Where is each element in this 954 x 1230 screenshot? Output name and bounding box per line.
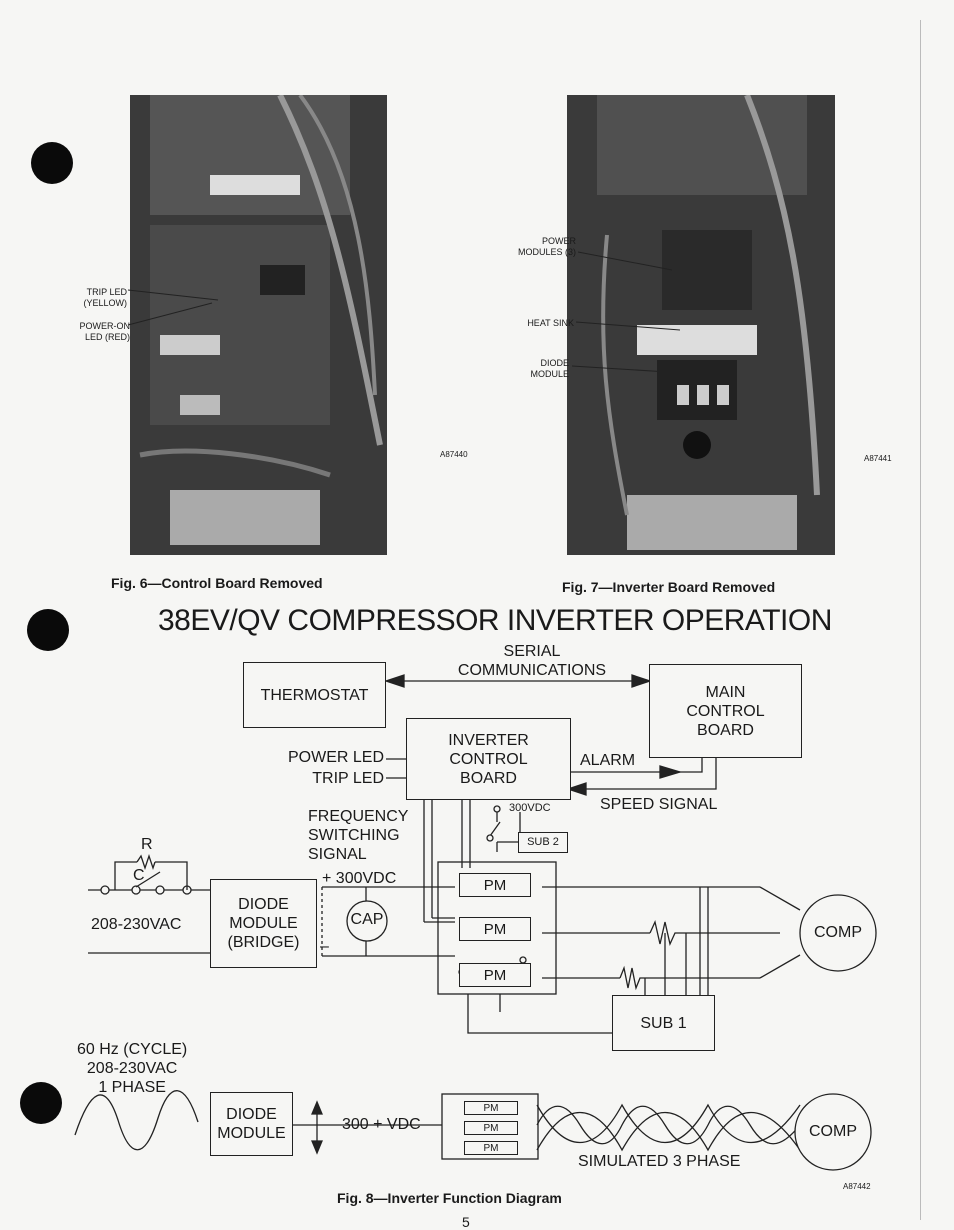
power-on-led-label: POWER-ON LED (RED) xyxy=(79,321,131,342)
fig7-caption: Fig. 7—Inverter Board Removed xyxy=(562,579,776,595)
compressor-label: COMP xyxy=(814,924,862,941)
diode-module-label: DIODE MODULE xyxy=(530,358,569,379)
sub1-box: SUB 1 xyxy=(612,995,715,1051)
function-diode-module-box: DIODE MODULE xyxy=(210,1092,293,1156)
binder-hole xyxy=(31,142,73,184)
alarm-label: ALARM xyxy=(580,752,636,769)
page-edge xyxy=(920,20,921,1220)
control-board-photo xyxy=(130,95,387,555)
fig6-code: A87440 xyxy=(440,450,468,459)
main-control-board-box: MAIN CONTROL BOARD xyxy=(649,664,802,758)
trip-led-label: TRIP LED (YELLOW) xyxy=(83,287,127,308)
power-module-2: PM xyxy=(459,917,531,941)
power-module-3: PM xyxy=(459,963,531,987)
vac-label: 208-230VAC xyxy=(91,916,182,933)
minus-label: – xyxy=(320,938,329,955)
inverter-board-photo xyxy=(567,95,835,555)
serial-comm-label: SERIAL COMMUNICATIONS xyxy=(457,643,607,679)
power-led-label: POWER LED xyxy=(287,749,384,766)
section-title: 38EV/QV COMPRESSOR INVERTER OPERATION xyxy=(158,604,832,637)
diode-bridge-box: DIODE MODULE (BRIDGE) xyxy=(210,879,317,968)
ac-input-label: 60 Hz (CYCLE) 208-230VAC 1 PHASE xyxy=(77,1041,188,1096)
binder-hole xyxy=(20,1082,62,1124)
frequency-label: FREQUENCY SWITCHING SIGNAL xyxy=(308,808,409,863)
inverter-control-board-box: INVERTER CONTROL BOARD xyxy=(406,718,571,800)
fig6-caption: Fig. 6—Control Board Removed xyxy=(111,575,323,591)
function-pm-3: PM xyxy=(464,1141,518,1155)
power-module-1: PM xyxy=(459,873,531,897)
plus-300vdc-label: + 300VDC xyxy=(322,870,397,887)
power-modules-label: POWER MODULES (3) xyxy=(517,236,576,257)
fig8-caption: Fig. 8—Inverter Function Diagram xyxy=(337,1190,562,1206)
binder-hole xyxy=(27,609,69,651)
control-board-photo-art xyxy=(130,95,387,555)
cap-label: CAP xyxy=(350,911,384,928)
heat-sink-label: HEAT SINK xyxy=(527,318,574,328)
speed-signal-label: SPEED SIGNAL xyxy=(600,796,718,813)
c-label: C xyxy=(133,867,145,884)
sub2-box: SUB 2 xyxy=(518,832,568,853)
function-pm-2: PM xyxy=(464,1121,518,1135)
r-label: R xyxy=(141,836,153,853)
fig7-code: A87441 xyxy=(864,454,892,463)
function-compressor-label: COMP xyxy=(809,1123,857,1140)
fig8-code: A87442 xyxy=(843,1182,871,1191)
trip-led-diagram-label: TRIP LED xyxy=(312,770,384,787)
thermostat-box: THERMOSTAT xyxy=(243,662,386,728)
function-pm-1: PM xyxy=(464,1101,518,1115)
simulated-3-phase-label: SIMULATED 3 PHASE xyxy=(578,1153,741,1170)
inverter-board-photo-art xyxy=(567,95,835,555)
page-number: 5 xyxy=(462,1214,470,1230)
small-vdc-label: 300VDC xyxy=(509,802,551,814)
vdc-label: 300 + VDC xyxy=(342,1116,421,1133)
